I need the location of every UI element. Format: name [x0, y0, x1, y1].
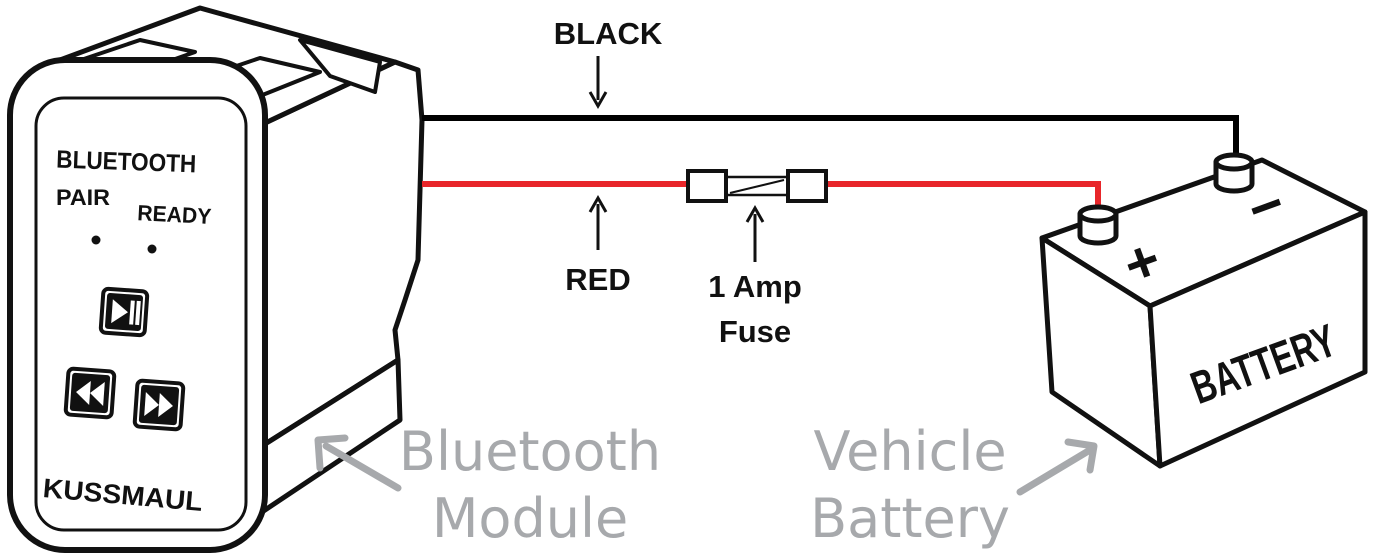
fast-forward-icon [132, 378, 186, 432]
battery-callout-arrow-icon [1016, 438, 1098, 496]
fuse-arrow-icon [745, 204, 765, 262]
module-callout-arrow-icon [314, 434, 402, 492]
rewind-icon [63, 366, 117, 420]
fuse-label-line2: Fuse [719, 314, 791, 349]
ready-label: READY [137, 200, 213, 229]
black-wire [422, 115, 1239, 158]
red-arrow-icon [588, 194, 608, 250]
battery-icon [1039, 152, 1368, 469]
module-title: BLUETOOTH [56, 146, 197, 179]
module-callout-line1: Bluetooth [399, 420, 661, 483]
red-wire-label: RED [565, 262, 630, 297]
ready-led [147, 244, 157, 254]
battery-callout-line1: Vehicle [813, 420, 1006, 483]
fuse-label-line1: 1 Amp [708, 269, 802, 304]
pair-led [91, 235, 101, 245]
black-wire-label: BLACK [554, 16, 663, 51]
black-arrow-icon [588, 56, 608, 110]
pair-label: PAIR [56, 185, 110, 210]
module-callout-line2: Module [432, 487, 628, 550]
play-pause-icon [98, 286, 150, 338]
fuse-icon [686, 169, 828, 203]
battery-callout-line2: Battery [810, 487, 1010, 550]
red-wire [422, 181, 1101, 210]
